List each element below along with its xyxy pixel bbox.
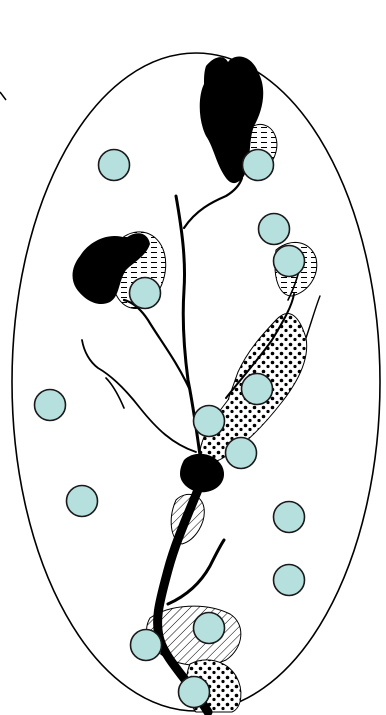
marker-circle[interactable] bbox=[259, 214, 290, 245]
marker-circle[interactable] bbox=[243, 150, 274, 181]
marker-circle[interactable] bbox=[274, 565, 305, 596]
marker-circle[interactable] bbox=[274, 246, 305, 277]
marker-circle[interactable] bbox=[179, 677, 210, 708]
corner-tick-mark bbox=[0, 92, 6, 100]
marker-circle[interactable] bbox=[130, 278, 161, 309]
marker-circle[interactable] bbox=[67, 486, 98, 517]
marker-circle[interactable] bbox=[131, 630, 162, 661]
marker-circle[interactable] bbox=[226, 438, 257, 469]
marker-circle[interactable] bbox=[194, 406, 225, 437]
marker-circle[interactable] bbox=[242, 374, 273, 405]
marker-circle[interactable] bbox=[35, 390, 66, 421]
marker-circle[interactable] bbox=[194, 613, 225, 644]
marker-circle[interactable] bbox=[274, 502, 305, 533]
marker-circle[interactable] bbox=[99, 150, 130, 181]
